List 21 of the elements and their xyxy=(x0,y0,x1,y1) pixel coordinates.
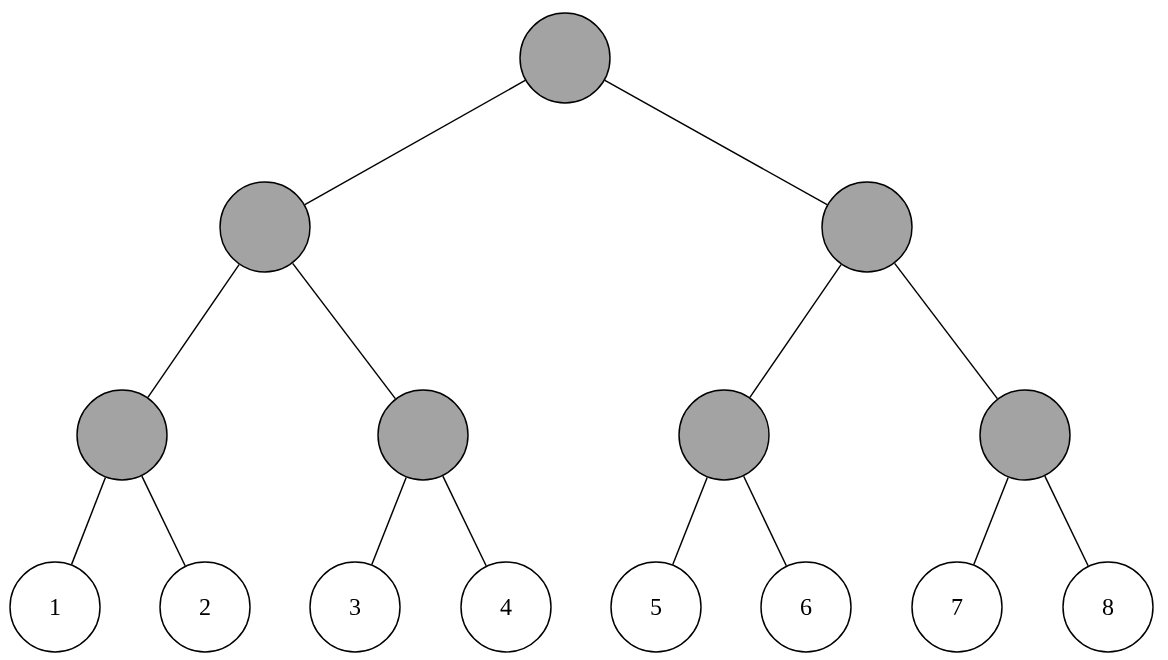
tree-node-circle xyxy=(377,389,469,481)
tree-line xyxy=(291,262,397,400)
tree-line xyxy=(442,475,487,567)
tree-node-circle xyxy=(519,12,611,104)
tree-line xyxy=(371,476,407,566)
tree-line xyxy=(749,263,842,399)
tree-node-circle xyxy=(678,389,770,481)
tree-line xyxy=(141,475,186,567)
tree-line xyxy=(742,475,788,567)
tree-line xyxy=(604,79,828,206)
tree-line xyxy=(70,476,107,566)
tree-node-circle xyxy=(76,389,168,481)
tree-line xyxy=(893,262,999,400)
tree-line xyxy=(672,476,708,566)
tree-node-circle xyxy=(821,181,913,273)
tree-node-circle xyxy=(219,181,311,273)
tree-line xyxy=(304,79,526,206)
tree-line xyxy=(147,263,240,399)
tree-node-circle xyxy=(979,389,1071,481)
tree-line xyxy=(1044,475,1089,567)
tree-line xyxy=(973,476,1009,566)
